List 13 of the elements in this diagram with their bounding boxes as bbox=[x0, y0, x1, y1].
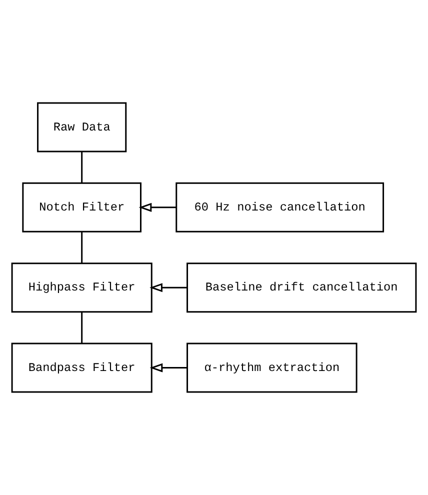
node-box: Highpass Filter bbox=[11, 262, 152, 313]
arrow bbox=[150, 363, 188, 372]
node-box: Raw Data bbox=[37, 102, 127, 152]
node-box: Bandpass Filter bbox=[11, 342, 152, 393]
connector bbox=[81, 232, 83, 264]
connector bbox=[81, 312, 83, 344]
connector bbox=[81, 152, 83, 183]
node-box: α-rhythm extraction bbox=[186, 342, 358, 393]
arrow bbox=[150, 283, 188, 292]
node-box: 60 Hz noise cancellation bbox=[176, 182, 384, 232]
node-box: Baseline drift cancellation bbox=[186, 262, 417, 313]
arrow bbox=[138, 202, 176, 212]
node-box: Notch Filter bbox=[22, 182, 142, 232]
